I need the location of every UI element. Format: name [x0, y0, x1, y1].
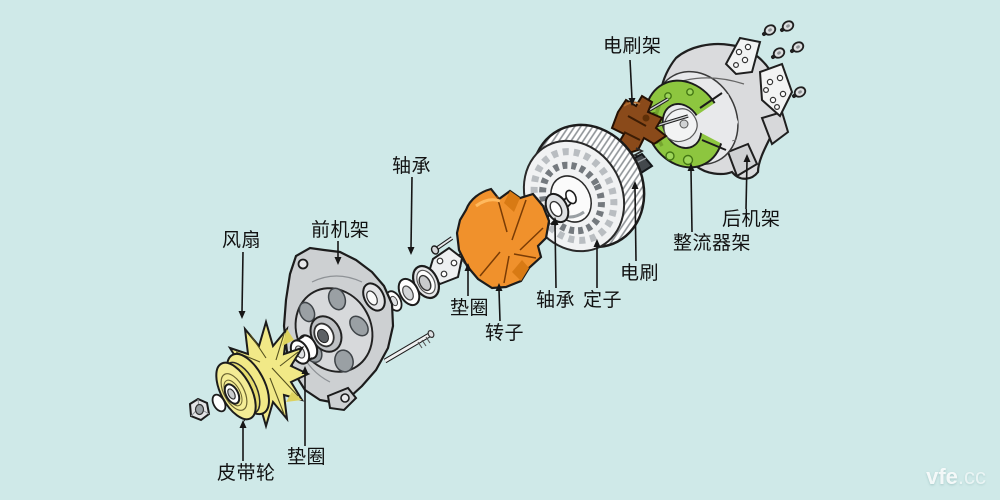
- label-bearing-rear: 轴承: [536, 290, 576, 311]
- label-fan: 风扇: [222, 230, 262, 251]
- label-washer-front: 垫圈: [287, 447, 327, 468]
- label-washer-mid: 垫圈: [450, 298, 490, 319]
- label-rotor: 转子: [485, 323, 525, 344]
- watermark-suffix: .cc: [957, 464, 986, 489]
- screws: [762, 20, 807, 98]
- shaft-nut: [188, 397, 211, 422]
- label-brush-holder: 电刷架: [603, 36, 662, 57]
- front-frame-part: [282, 246, 395, 412]
- label-rectifier-frame: 整流器架: [673, 233, 752, 254]
- pulley-part: [211, 352, 270, 421]
- label-rear-frame: 后机架: [722, 209, 781, 230]
- label-bearing-front: 轴承: [392, 156, 432, 177]
- watermark: vfe.cc: [926, 464, 986, 490]
- leader-lines: [238, 59, 751, 461]
- through-bolt: [383, 329, 435, 364]
- label-front-frame: 前机架: [311, 220, 370, 241]
- label-pulley: 皮带轮: [217, 463, 276, 484]
- label-brush: 电刷: [620, 263, 660, 284]
- label-stator: 定子: [583, 290, 623, 311]
- bearing-stack: [385, 236, 464, 312]
- heat-sink-plates: [724, 36, 794, 118]
- watermark-name: vfe: [926, 464, 958, 489]
